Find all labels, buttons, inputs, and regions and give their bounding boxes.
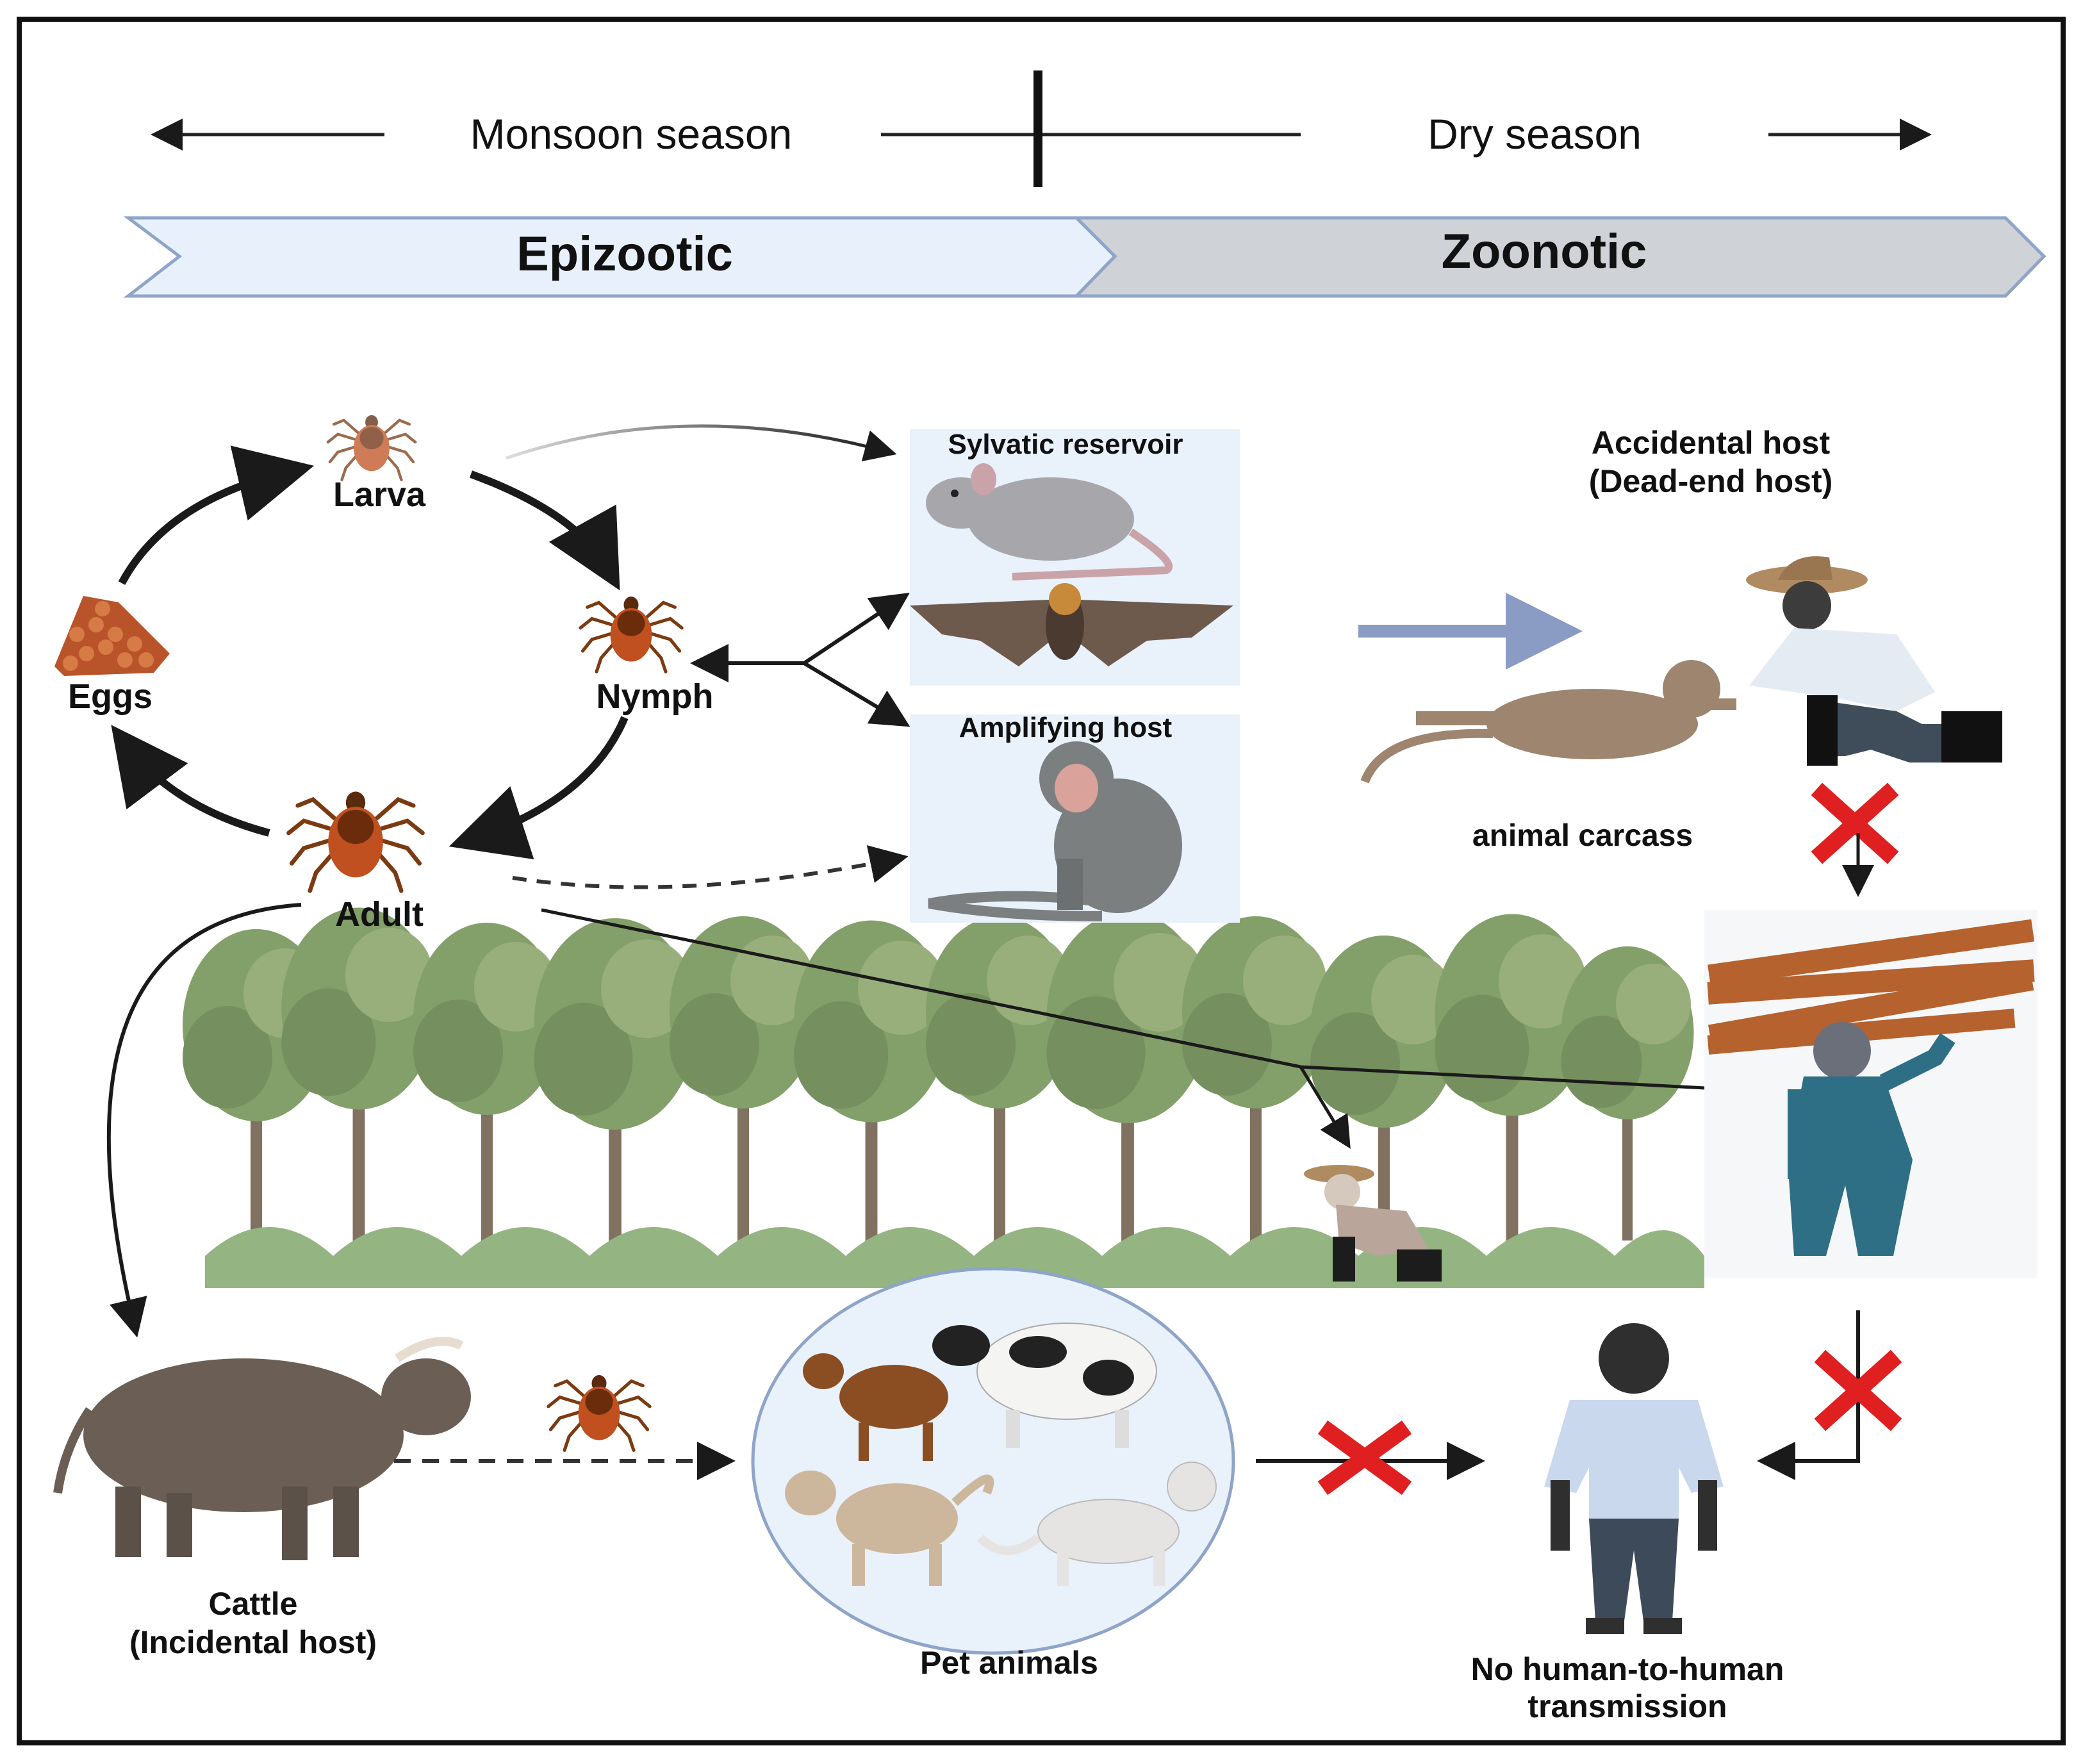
cattle-label: Cattle <box>209 1586 298 1622</box>
amplifying-host-label: Amplifying host <box>959 712 1173 743</box>
zoonotic-label: Zoonotic <box>1442 224 1647 279</box>
wood-carrier-icon <box>1704 910 2038 1278</box>
person-icon <box>1544 1323 1724 1634</box>
crouching-farmer-icon <box>1304 1165 1442 1282</box>
nymph-tick-icon <box>580 597 682 672</box>
frame-border <box>17 17 2066 1745</box>
adult-to-amplifying-dashed-arrow <box>512 845 909 889</box>
cross-icon <box>1811 782 1899 864</box>
farmer-icon <box>1746 556 2002 766</box>
nymph-to-monkey-arrow <box>803 661 910 727</box>
larva-tick-icon <box>328 415 415 480</box>
dry-season-label: Dry season <box>1428 110 1642 158</box>
nymph-to-bat-arrow <box>803 593 910 665</box>
rat-icon <box>926 463 1173 581</box>
nymph-to-adult-arrow <box>449 716 629 860</box>
bat-icon <box>910 583 1233 666</box>
carrier-to-human-arrow <box>1757 1310 1860 1480</box>
adult-to-cattle-arrow <box>106 903 302 1338</box>
host-arrows <box>106 424 1740 1338</box>
cross-icon <box>1317 1420 1412 1496</box>
epizootic-chevron <box>123 216 1117 298</box>
larva-label: Larva <box>333 475 426 514</box>
transmission-label: transmission <box>1527 1688 1727 1724</box>
sylvatic-reservoir-panel: Sylvatic reservoir <box>910 429 1240 686</box>
animal-carcass-label: animal carcass <box>1472 819 1693 853</box>
pet-animals-label: Pet animals <box>920 1645 1098 1681</box>
adult-to-eggs-arrow <box>111 725 270 837</box>
eggs-to-larva-arrow <box>118 445 315 585</box>
nymph-label: Nymph <box>596 677 713 716</box>
carcass-icon <box>1360 660 1736 784</box>
epizootic-label: Epizootic <box>516 227 733 281</box>
sylvatic-reservoir-label: Sylvatic reservoir <box>948 429 1183 460</box>
phase-chevrons: Epizootic Zoonotic <box>123 216 2046 298</box>
cow-icon <box>932 1323 1157 1448</box>
amplifying-host-panel: Amplifying host <box>910 712 1240 923</box>
adult-label: Adult <box>335 895 424 934</box>
pet-animals-circle <box>751 1267 1235 1655</box>
larva-to-nymph-arrow <box>469 470 620 591</box>
cattle-icon <box>53 1337 471 1560</box>
adult-tick-icon <box>289 791 423 891</box>
incidental-host-label: (Incidental host) <box>129 1624 377 1660</box>
dead-end-host-label: (Dead-end host) <box>1589 463 1833 499</box>
cross-icon <box>1814 1349 1902 1431</box>
monkey-icon <box>928 741 1182 921</box>
season-bar: Monsoon season Dry season <box>151 70 1932 187</box>
tick-life-cycle: Larva Nymph Adult Eggs <box>54 415 714 934</box>
tick-transfer-icon <box>548 1375 650 1450</box>
no-human-transmission-label: No human-to-human <box>1471 1651 1784 1687</box>
dog-icon <box>785 1471 994 1586</box>
eggs-label: Eggs <box>68 677 152 716</box>
cat-icon <box>977 1462 1217 1586</box>
larva-to-reservoir-arrow <box>506 424 897 462</box>
forest-icon <box>183 907 1704 1294</box>
accidental-host-label: Accidental host <box>1592 425 1831 461</box>
to-farmer-arrow <box>1299 1066 1351 1149</box>
monsoon-season-label: Monsoon season <box>470 110 793 158</box>
goat-icon <box>803 1353 948 1461</box>
accidental-host-section: Accidental host (Dead-end host) animal c… <box>1358 425 2002 897</box>
eggs-icon <box>54 596 170 676</box>
